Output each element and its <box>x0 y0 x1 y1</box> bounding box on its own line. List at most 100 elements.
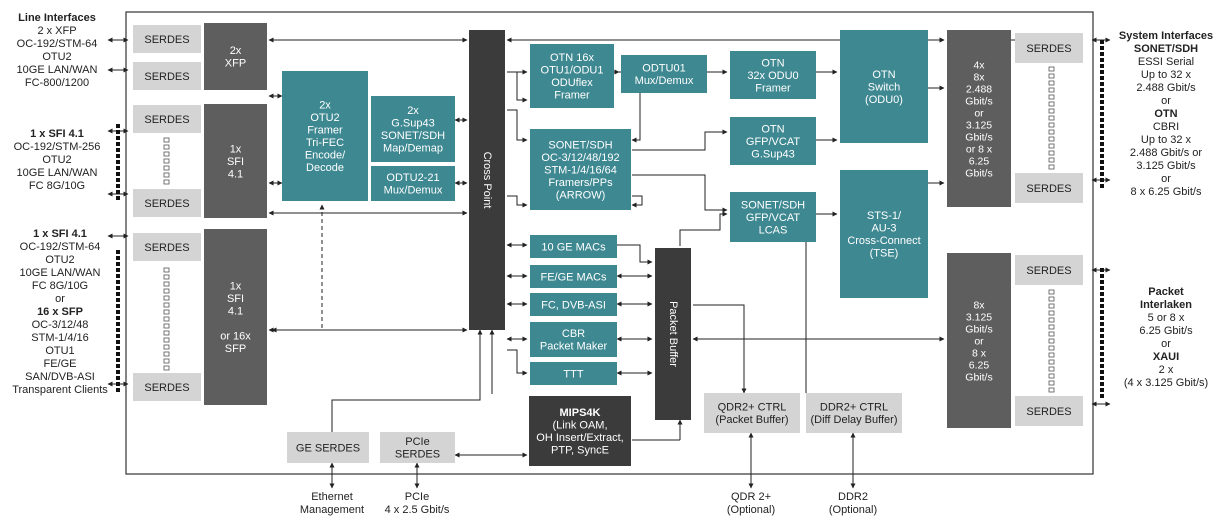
left-group2-line: OTU2 <box>42 154 72 166</box>
ladder-dot <box>1048 324 1055 330</box>
xfp-block-line: 2x <box>230 45 242 57</box>
sonet-framer-block-line: Framers/PPs <box>548 177 613 189</box>
system-core-bottom-bg <box>947 253 1011 428</box>
otu2-framer-block-line: Decode <box>306 162 344 174</box>
ge-serdes-block-bg <box>287 432 369 463</box>
mips-block-line: MIPS4K <box>560 407 601 419</box>
bus-dot <box>116 346 120 350</box>
otu2-framer-block-line: Encode/ <box>305 150 346 162</box>
bus-dot <box>1100 292 1104 296</box>
system-core-top-line: Gbit/s <box>965 167 992 179</box>
sonet-gfp-block-bg <box>730 192 816 242</box>
bus-dot <box>1100 316 1104 320</box>
odtu01-block-bg <box>621 55 707 93</box>
left-group1-line: OC-192/STM-64 <box>16 38 98 50</box>
right-serdes-4-bg <box>1015 396 1083 426</box>
right-group1-sub1: SONET/SDH <box>1133 43 1199 55</box>
ladder-dot <box>163 274 170 280</box>
sonet-framer-block-line: SONET/SDH <box>548 139 612 151</box>
bottom-ddr-line: (Optional) <box>828 504 878 516</box>
left-serdes-1-line: SERDES <box>144 34 189 46</box>
ladder-dot <box>1048 303 1055 309</box>
right-group2-line: 2 x <box>1158 364 1174 376</box>
ladder-dot <box>1048 373 1055 379</box>
right-serdes-2-line: SERDES <box>1026 183 1071 195</box>
bus-dot <box>1100 364 1104 368</box>
right-group1-line: or <box>1161 173 1171 185</box>
mips-block-bg <box>529 396 631 466</box>
left-serdes-3-bg <box>133 105 201 133</box>
bus-dot <box>1100 94 1104 98</box>
ladder-dot <box>163 137 170 143</box>
packet-buffer-block: Packet Buffer <box>655 248 691 420</box>
qdr-ctrl-block-bg <box>704 393 800 433</box>
packet-buffer-block-label: Packet Buffer <box>667 301 679 367</box>
ladder-dot <box>163 172 170 178</box>
bus-dot <box>1100 280 1104 284</box>
bus-dot <box>116 172 120 176</box>
system-core-bottom-line: 8x <box>973 299 985 311</box>
ladder-dot <box>163 365 170 371</box>
bus-dot <box>1100 112 1104 116</box>
bus-dot <box>116 304 120 308</box>
otn-gfp-block-line: GFP/VCAT <box>746 136 800 148</box>
right-group1-line: or <box>1161 95 1171 107</box>
bus-dot <box>116 286 120 290</box>
left-serdes-5-line: SERDES <box>144 242 189 254</box>
otn-gfp-block-line: OTN <box>761 123 784 135</box>
bus-dot <box>116 130 120 134</box>
otn-odu0-framer-block-line: Framer <box>755 82 791 94</box>
right-serdes-2-bg <box>1015 173 1083 203</box>
left-group3-line: OTU2 <box>45 254 75 266</box>
left-serdes-3-line: SERDES <box>144 114 189 126</box>
ladder-dot <box>163 351 170 357</box>
left-group3-line: OC-3/12/48 <box>31 319 89 331</box>
right-serdes-4: SERDES <box>1015 396 1083 426</box>
10ge-macs-block-line: 10 GE MACs <box>541 241 606 253</box>
left-serdes-6: SERDES <box>133 373 201 401</box>
ladder-dot <box>1048 352 1055 358</box>
left-group3-line: Transparent Clients <box>12 384 108 396</box>
right-serdes-1: SERDES <box>1015 33 1083 63</box>
qdr-ctrl-block-line: (Packet Buffer) <box>715 414 788 426</box>
right-serdes-3: SERDES <box>1015 255 1083 285</box>
right-group2-title: Packet <box>1148 286 1184 298</box>
system-core-top-line: 2.488 <box>966 83 992 95</box>
ladder-dot <box>163 316 170 322</box>
sonet-framer-block: SONET/SDHOC-3/12/48/192STM-1/4/16/64Fram… <box>530 129 631 210</box>
left-interfaces-1: Line Interfaces 2 x XFP OC-192/STM-64 OT… <box>4 12 110 90</box>
ladder-dot <box>163 165 170 171</box>
right-serdes-4-line: SERDES <box>1026 406 1071 418</box>
bus-dot <box>1100 88 1104 92</box>
right-serdes-1-line: SERDES <box>1026 43 1071 55</box>
bus-dot <box>116 298 120 302</box>
bus-dot <box>116 388 120 392</box>
sonet-framer-block-line: STM-1/4/16/64 <box>544 164 617 176</box>
right-group2-line: 6.25 Gbit/s <box>1139 325 1193 337</box>
right-group2-sub1: Interlaken <box>1140 299 1192 311</box>
left-group3-line: STM-1/4/16 <box>31 332 89 344</box>
bus-dot <box>1100 52 1104 56</box>
cbr-block-bg <box>530 322 617 357</box>
mips-block: MIPS4K(Link OAM,OH Insert/Extract,PTP, S… <box>529 396 631 466</box>
ttt-block-bg <box>530 362 617 385</box>
left-group3-line: FE/GE <box>43 358 77 370</box>
bus-dot <box>1100 166 1104 170</box>
ladder-dot <box>163 330 170 336</box>
bus-dot <box>116 190 120 194</box>
ddr-ctrl-block-line: DDR2+ CTRL <box>820 402 888 414</box>
bus-dot <box>1100 388 1104 392</box>
sfi-block-1-line: SFI <box>227 156 244 168</box>
bottom-ethernet-line: Ethernet <box>311 491 353 503</box>
bus-dot <box>116 328 120 332</box>
bus-dot <box>116 376 120 380</box>
left-group2-line: FC 8G/10G <box>28 180 86 192</box>
bus-dot <box>116 280 120 284</box>
bus-dot <box>1100 268 1104 272</box>
ladder-dot <box>1048 164 1055 170</box>
